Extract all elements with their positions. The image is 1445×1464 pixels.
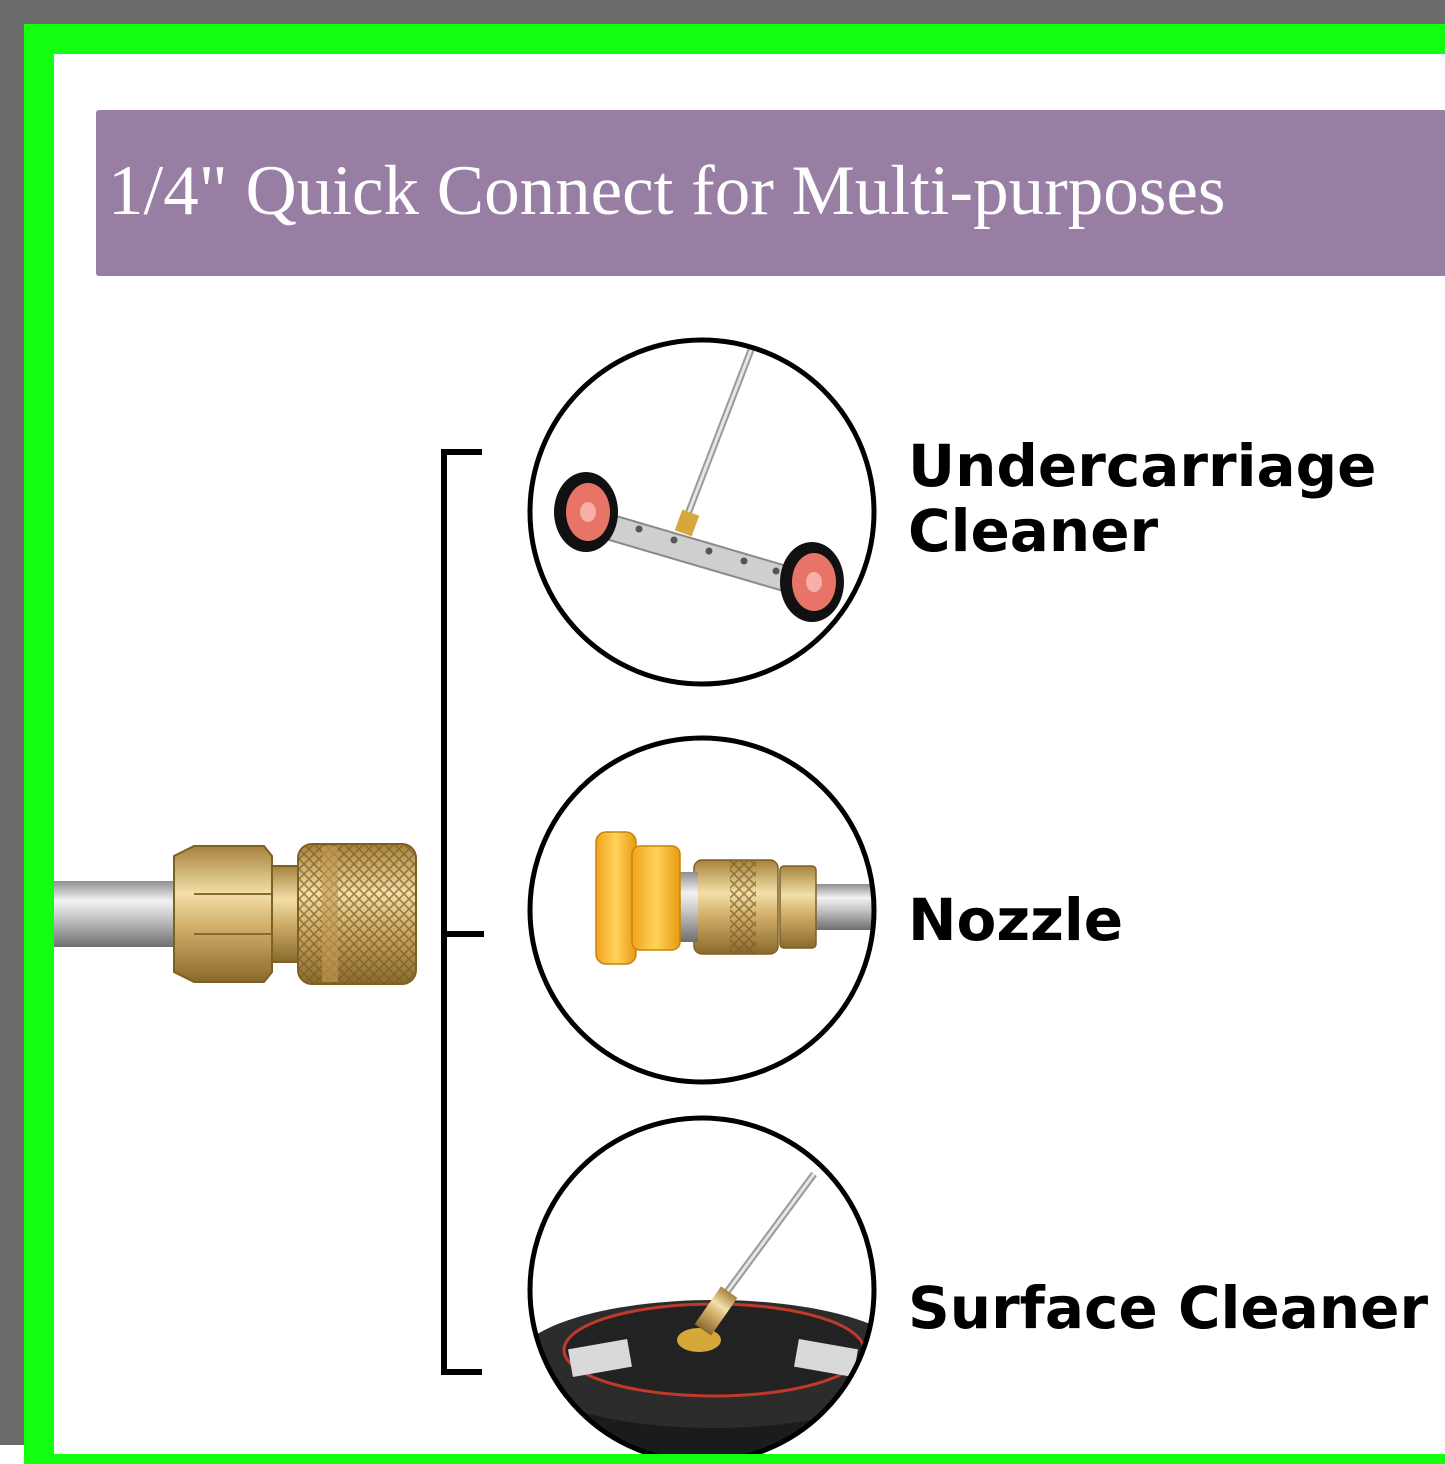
surface-cleaner-label-line1: Surface Cleaner	[908, 1274, 1429, 1342]
product-canvas: 1/4" Quick Connect for Multi-purposes	[54, 54, 1445, 1454]
illustration-layer	[54, 337, 877, 1454]
bracket	[441, 449, 484, 1375]
undercarriage-label-line2: Cleaner	[908, 496, 1159, 565]
nozzle-label: Nozzle	[908, 888, 1123, 953]
nozzle-image	[527, 735, 877, 1085]
title-banner: 1/4" Quick Connect for Multi-purposes	[96, 110, 1445, 276]
page-title: 1/4" Quick Connect for Multi-purposes	[108, 152, 1226, 230]
quick-connect-product	[54, 843, 417, 985]
undercarriage-cleaner-image	[527, 337, 877, 687]
surface-cleaner-label: Surface Cleaner	[908, 1276, 1428, 1341]
undercarriage-cleaner-label: Undercarriage Cleaner	[908, 434, 1376, 564]
surface-cleaner-image	[527, 1115, 877, 1454]
undercarriage-label-line1: Undercarriage	[908, 432, 1377, 500]
nozzle-label-line1: Nozzle	[908, 886, 1124, 954]
